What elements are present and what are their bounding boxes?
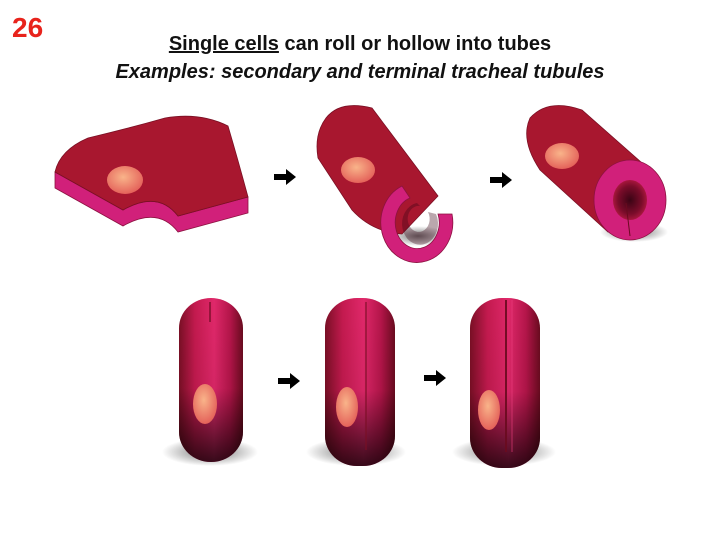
title-underlined: Single cells [168, 33, 279, 55]
rolled-tube [526, 105, 668, 242]
nucleus [336, 387, 358, 427]
arrow-icon [274, 169, 296, 185]
solid-cell [162, 298, 258, 466]
nucleus [478, 390, 500, 430]
title-rest: can roll or hollow into tubes [278, 33, 552, 55]
nucleus [545, 143, 579, 169]
flat-cell [54, 115, 249, 233]
arrow-icon [424, 370, 446, 386]
hollowing-cell [306, 298, 406, 466]
nucleus [107, 166, 143, 194]
nucleus [341, 157, 375, 183]
arrow-icon [490, 172, 512, 188]
hollow-tube [452, 298, 556, 468]
slide-number: 26 [12, 12, 44, 43]
rolling-cell [316, 105, 454, 263]
slide-subtitle: Examples: secondary and terminal trachea… [115, 61, 605, 83]
slide-title: Single cells can roll or hollow into tub… [0, 32, 720, 56]
arrow-icon [278, 373, 300, 389]
nucleus [193, 384, 217, 424]
